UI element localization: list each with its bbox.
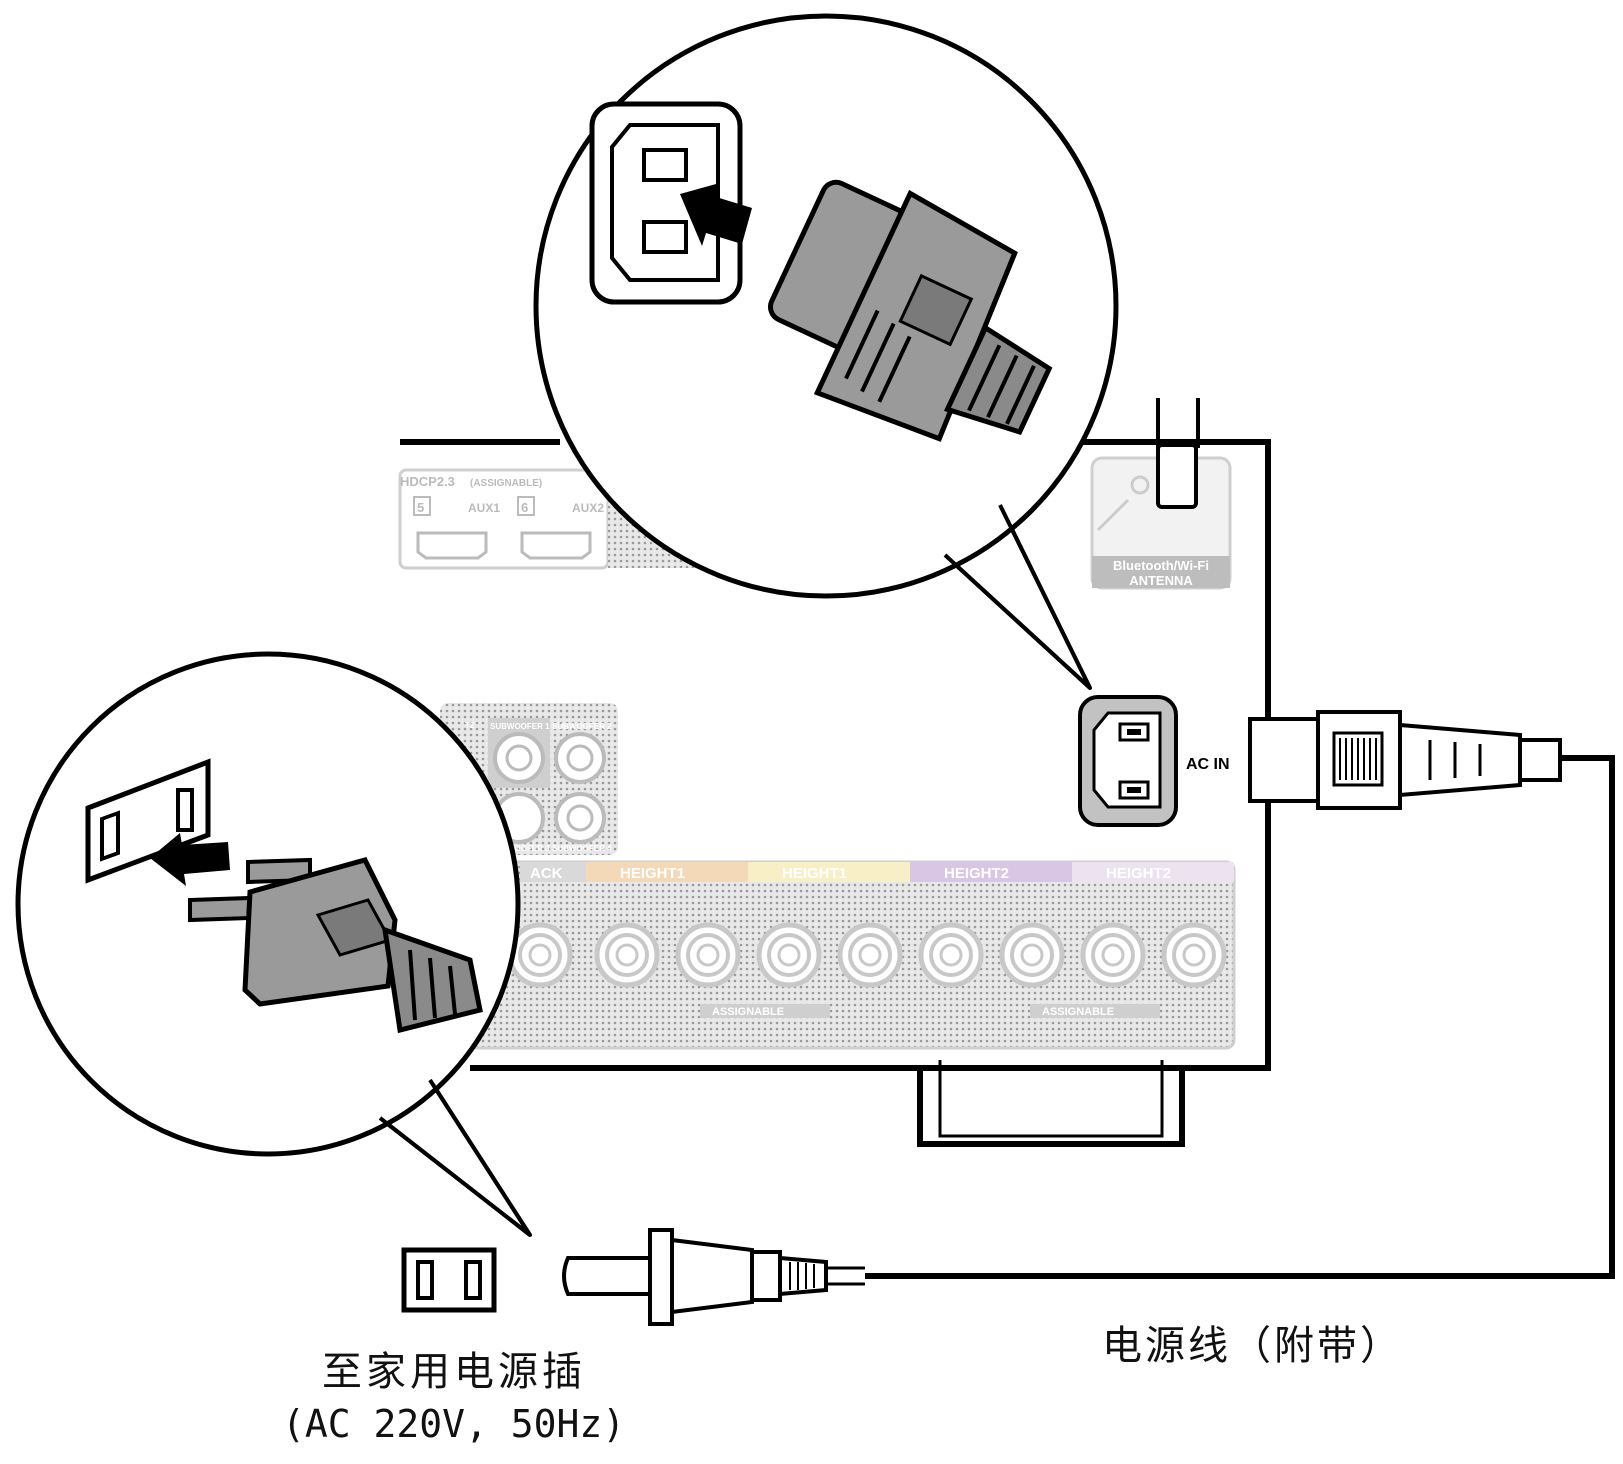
subwoofer-4-label: SUBWOOFER 4 xyxy=(552,844,612,853)
hdmi-assignable-text: (ASSIGNABLE) xyxy=(470,478,542,489)
speaker-terminal xyxy=(756,922,822,988)
speaker-terminal xyxy=(675,922,741,988)
zoom-callout-outlet xyxy=(15,651,532,1237)
speaker-terminal xyxy=(1080,922,1146,988)
receiver-foot xyxy=(917,1068,1185,1147)
height2-l-side: L xyxy=(1189,866,1197,881)
speaker-terminal xyxy=(1161,922,1227,988)
antenna-section: Bluetooth/Wi-Fi ANTENNA xyxy=(1090,398,1232,590)
wall-plug xyxy=(562,1228,865,1326)
height1-l-label: HEIGHT1 xyxy=(782,865,847,882)
insert-arrow-icon xyxy=(680,184,752,246)
power-cord-caption: 电源线（附带） xyxy=(1102,1323,1403,1369)
iec-plug-zoomed xyxy=(767,179,1053,442)
terminal-row xyxy=(507,922,1227,988)
height2-l-label: HEIGHT2 xyxy=(1106,865,1171,882)
height1-r-side: R xyxy=(703,866,713,881)
height1-l-side: L xyxy=(865,866,873,881)
speaker-terminal xyxy=(999,922,1065,988)
speaker-terminal xyxy=(918,922,984,988)
iec-plug-connected xyxy=(1248,710,1562,810)
power-cord xyxy=(401,710,1615,1326)
antenna-label-2: ANTENNA xyxy=(1129,573,1193,588)
outlet-caption-line2: (AC 220V, 50Hz) xyxy=(282,1402,626,1446)
hdmi-aux2-label: AUX2 xyxy=(572,501,604,515)
subwoofer-1-label: SUBWOOFER 1 xyxy=(490,722,550,731)
speaker-terminal xyxy=(507,922,573,988)
ac-in-inlet: AC IN xyxy=(1078,695,1230,827)
hdmi-aux1-label: AUX1 xyxy=(468,501,500,515)
antenna-label-1: Bluetooth/Wi-Fi xyxy=(1113,558,1209,573)
assignable-label-1: ASSIGNABLE xyxy=(712,1006,784,1018)
antenna-base xyxy=(1156,443,1198,509)
speaker-terminal xyxy=(594,922,660,988)
ac-in-label: AC IN xyxy=(1186,756,1230,773)
wall-outlet xyxy=(401,1247,497,1313)
sub-partial-label: T2 xyxy=(465,721,475,730)
hdmi-header-text: HDCP2.3 xyxy=(400,474,455,489)
speaker-terminal xyxy=(837,922,903,988)
hdmi-port-6-label: 6 xyxy=(521,500,528,515)
height2-r-label: HEIGHT2 xyxy=(944,865,1009,882)
antenna-rod xyxy=(1156,398,1200,448)
hdmi-port-shape xyxy=(416,531,488,560)
speaker-terminals: ACK HEIGHT1 R HEIGHT1 L HEIGHT2 R HEIGHT… xyxy=(468,860,1236,1050)
back-label: ACK xyxy=(530,865,563,882)
subwoofer-2-label: SUBWOOFER 2 xyxy=(552,722,612,731)
subwoofer-3-label: SUBWOOFER 3 xyxy=(490,844,550,853)
assignable-label-2: ASSIGNABLE xyxy=(1042,1006,1114,1018)
height1-r-label: HEIGHT1 xyxy=(620,865,685,882)
outlet-caption-line1: 至家用电源插 xyxy=(322,1349,586,1395)
insert-arrow-icon xyxy=(150,833,230,886)
height2-r-side: R xyxy=(1027,866,1037,881)
hdmi-port-shape xyxy=(520,531,592,560)
zoom-callout-ac-in xyxy=(533,13,1119,690)
hdmi-port-5-label: 5 xyxy=(417,500,424,515)
